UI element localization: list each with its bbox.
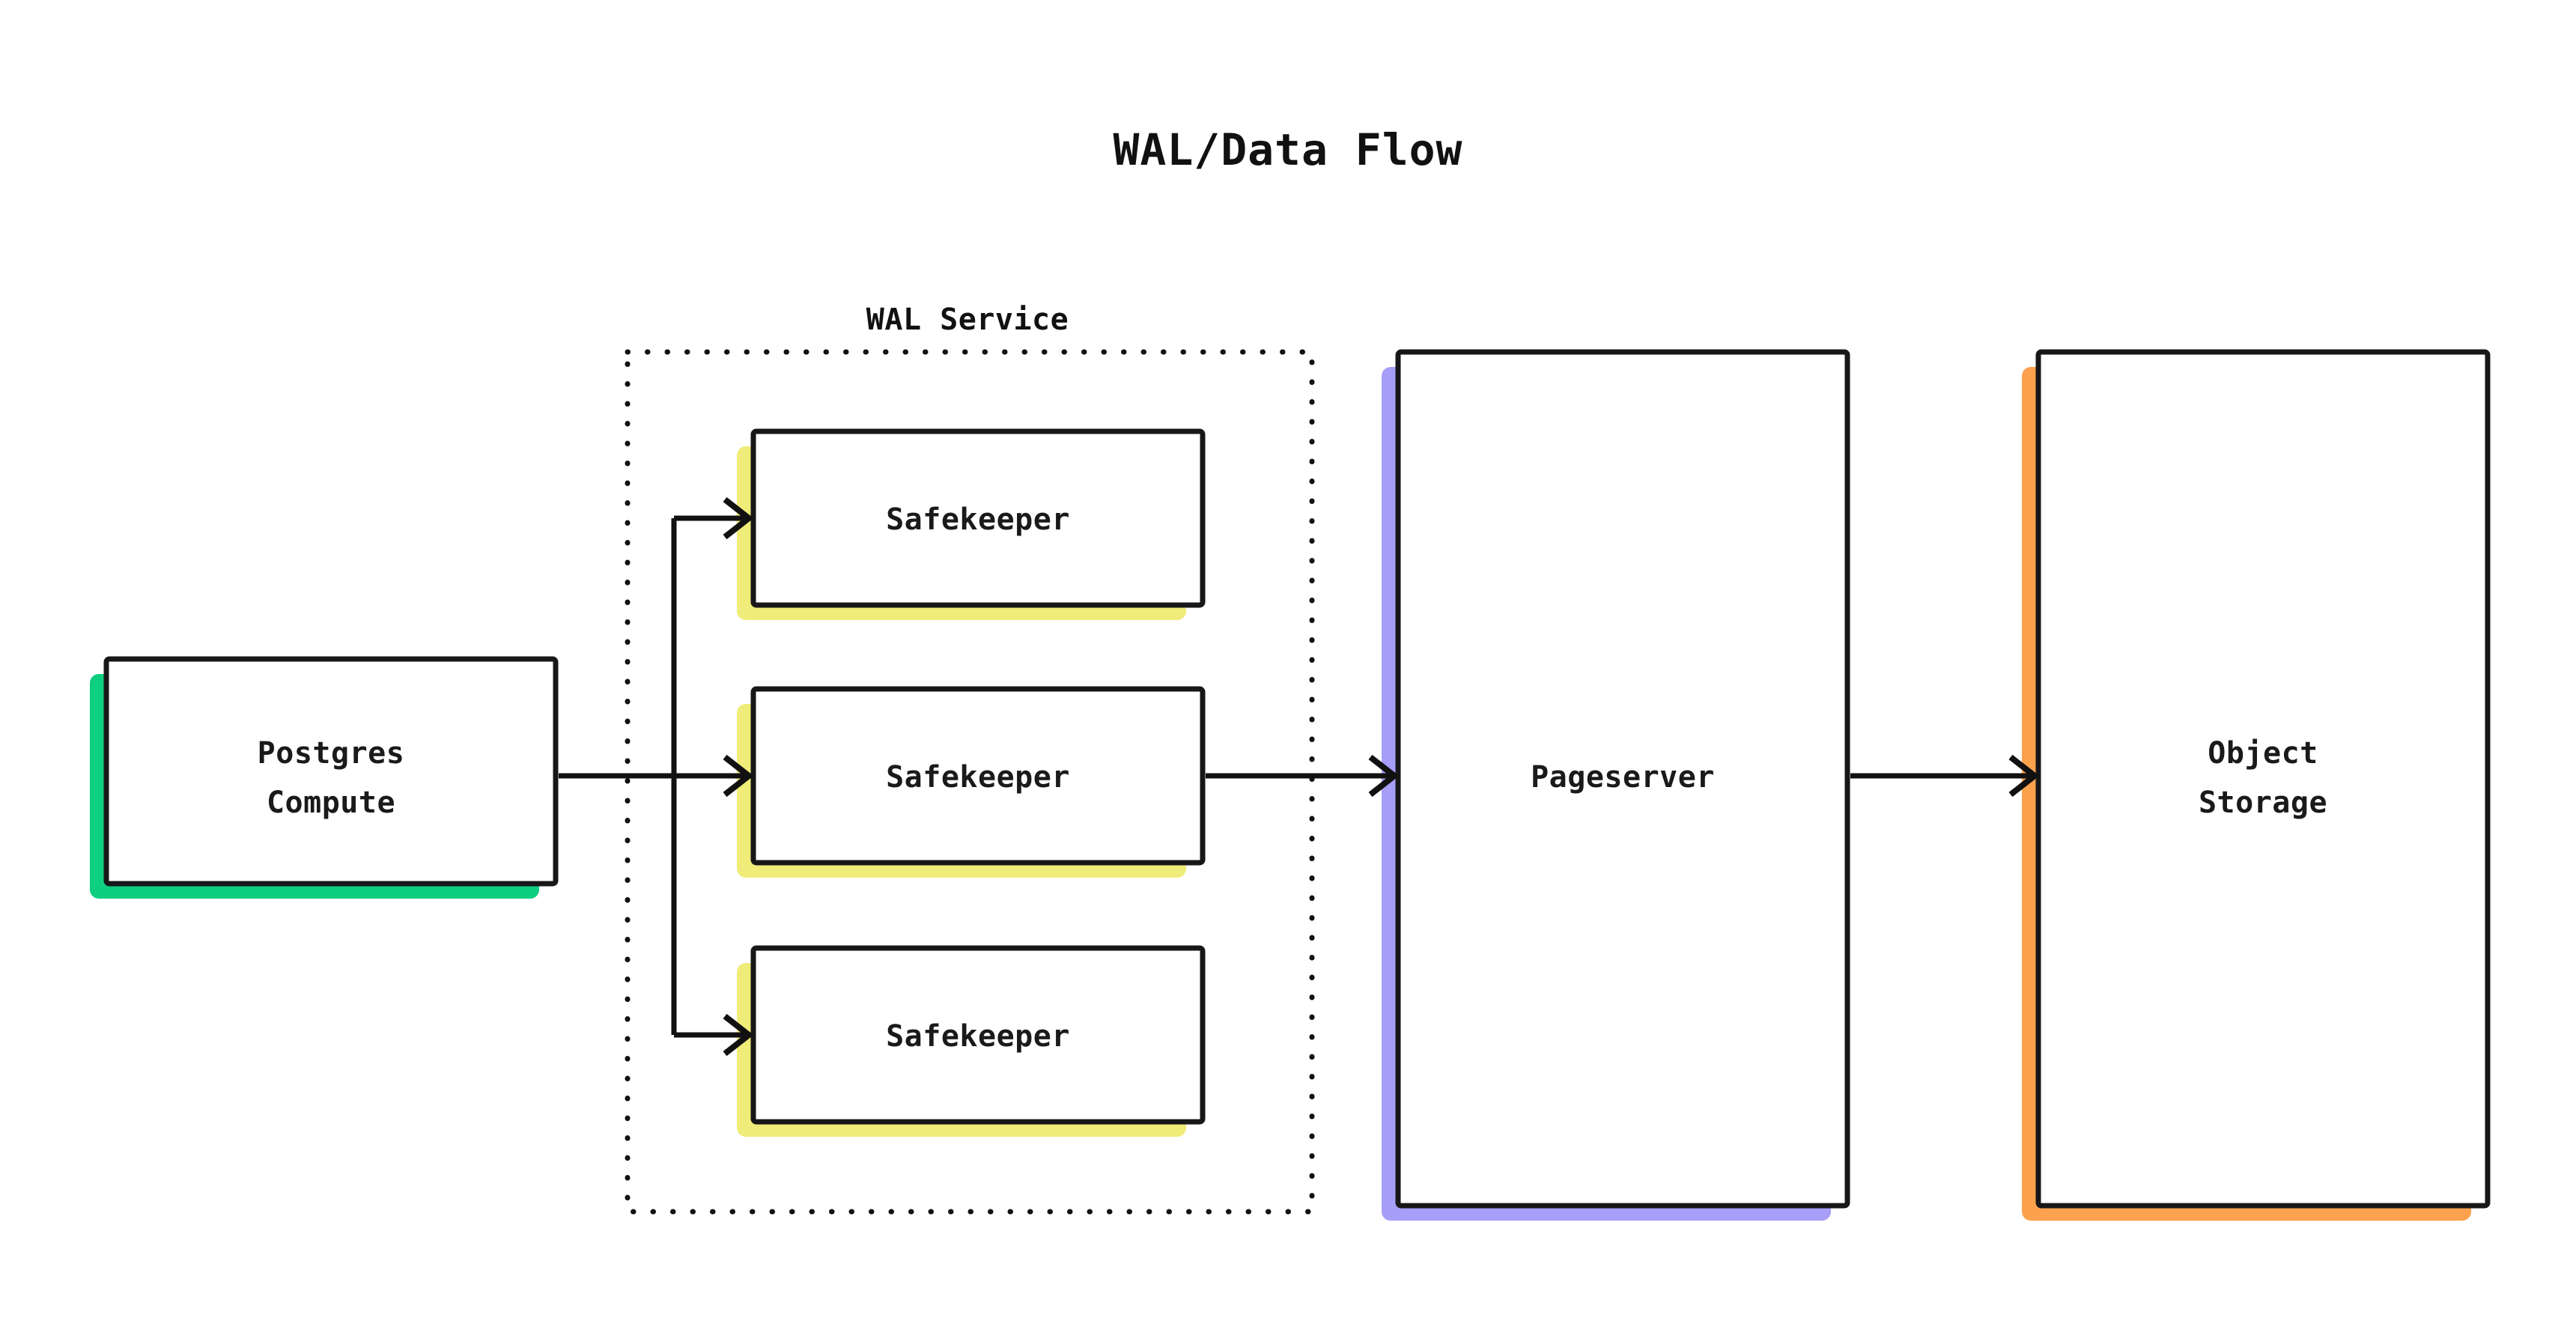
node-rect-object-storage — [2035, 349, 2491, 1209]
arrowhead-pageserver — [1368, 754, 1400, 798]
edge-safekeeper-to-pageserver — [1206, 754, 1400, 798]
node-pageserver[interactable]: Pageserver — [1382, 349, 1850, 1221]
node-label-postgres-compute-line2: Compute — [267, 786, 395, 820]
node-label-object-storage-line2: Storage — [2199, 786, 2327, 820]
node-label-safekeeper-3: Safekeeper — [886, 1019, 1070, 1054]
node-object-storage[interactable]: Object Storage — [2022, 349, 2491, 1221]
node-rect-pageserver — [1395, 349, 1850, 1209]
arrowhead-safekeeper-3 — [723, 1013, 754, 1057]
node-postgres-compute[interactable]: Postgres Compute — [90, 656, 559, 899]
node-label-object-storage-line1: Object — [2208, 736, 2318, 771]
node-safekeeper-3[interactable]: Safekeeper — [737, 945, 1206, 1137]
node-label-safekeeper-2: Safekeeper — [886, 760, 1070, 795]
arrowhead-object-storage — [2008, 754, 2040, 798]
node-safekeeper-1[interactable]: Safekeeper — [737, 428, 1206, 620]
node-label-pageserver: Pageserver — [1531, 760, 1715, 795]
node-safekeeper-2[interactable]: Safekeeper — [737, 686, 1206, 878]
edge-pageserver-to-object-storage — [1850, 754, 2040, 798]
group-box-wal-service — [625, 349, 1315, 1215]
node-rect-postgres-compute — [103, 656, 559, 887]
node-label-postgres-compute-line1: Postgres — [258, 736, 405, 771]
group-label-wal-service: WAL Service — [866, 303, 1069, 337]
arrowhead-safekeeper-2 — [723, 754, 754, 798]
arrowhead-safekeeper-1 — [723, 497, 754, 540]
edge-postgres-to-safekeepers — [559, 497, 754, 1057]
diagram-title: WAL/Data Flow — [1114, 124, 1463, 175]
node-label-safekeeper-1: Safekeeper — [886, 502, 1070, 537]
